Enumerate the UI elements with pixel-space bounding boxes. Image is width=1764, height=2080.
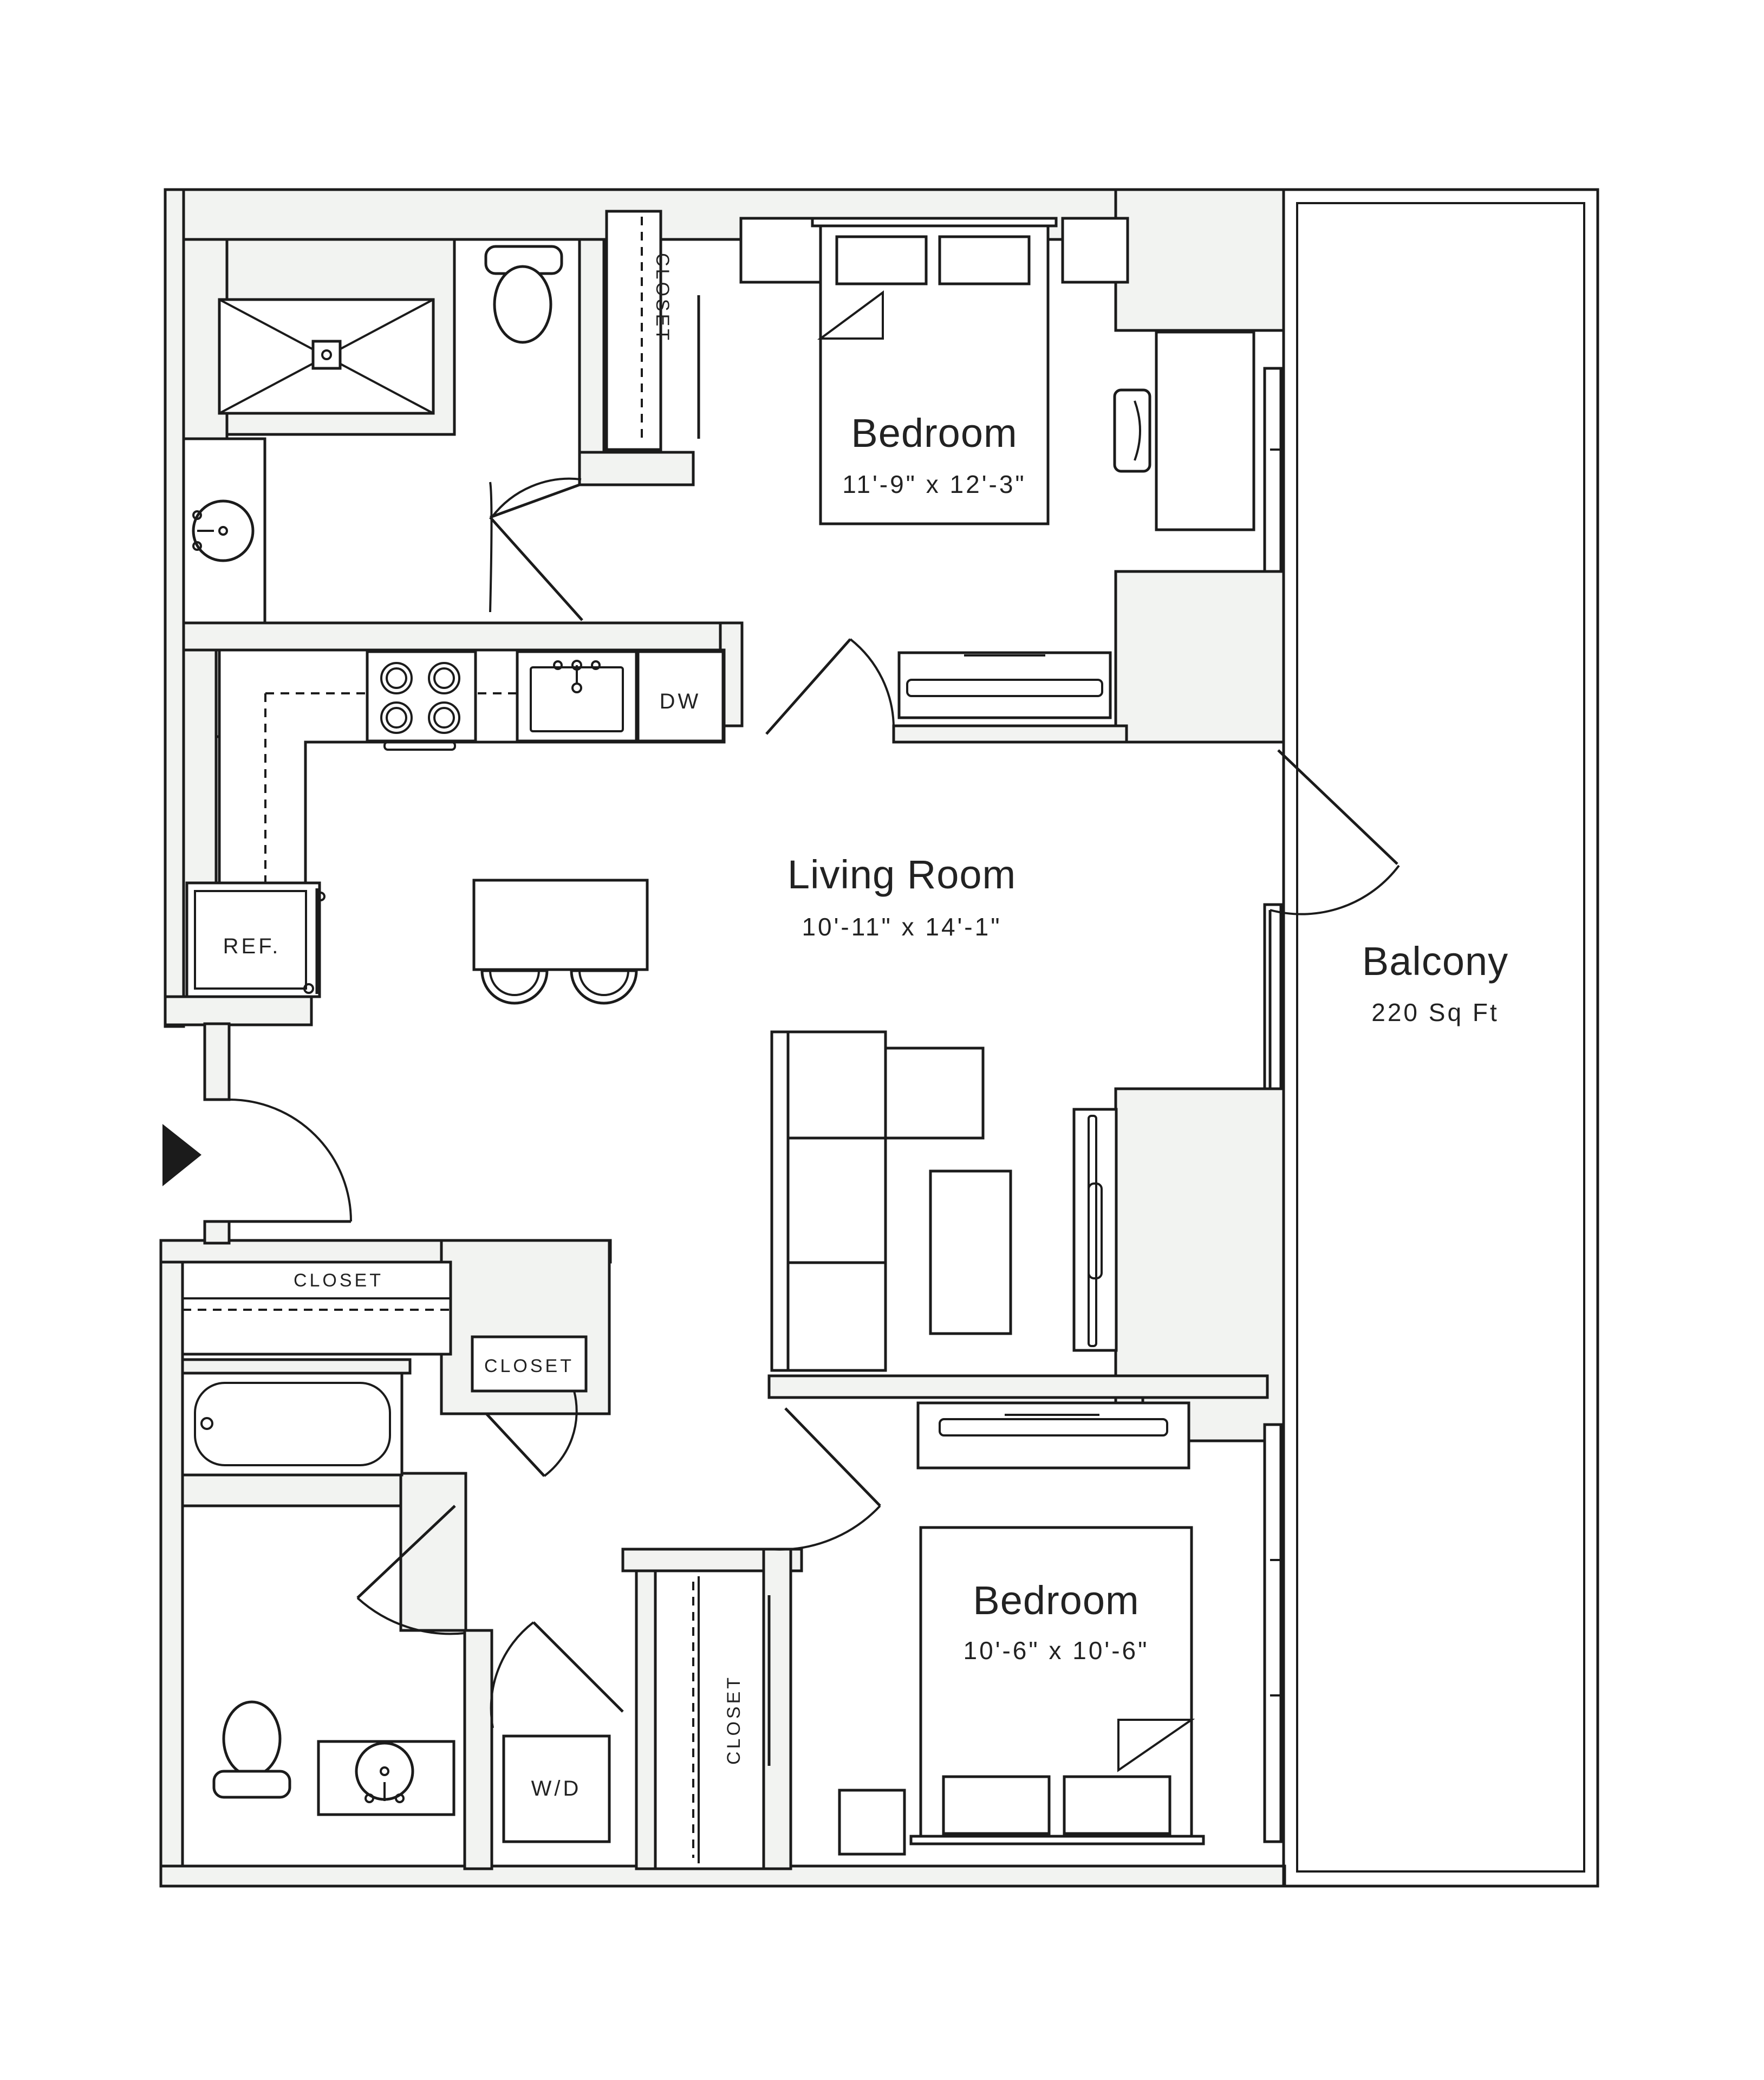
refrigerator-label: REF.	[223, 934, 281, 958]
entry-arrow-icon	[162, 1124, 201, 1186]
closet-small-label: CLOSET	[484, 1356, 574, 1376]
refrigerator: REF.	[185, 881, 326, 998]
sink	[182, 437, 266, 625]
bathtub	[181, 1372, 403, 1477]
bedroom-2-dimensions: 10'-6" x 10'-6"	[964, 1636, 1149, 1665]
hall-closets: CLOSET CLOSET	[181, 1260, 588, 1477]
cooktop	[366, 650, 477, 751]
washer-dryer-label: W/D	[531, 1777, 582, 1800]
bedroom-2-name: Bedroom	[973, 1578, 1139, 1623]
kitchen: DW REF.	[185, 648, 726, 1005]
shower	[218, 298, 435, 415]
second-bathroom	[181, 1372, 465, 1816]
closet-hall-label: CLOSET	[294, 1270, 383, 1291]
toilet	[484, 245, 563, 344]
closet-top-label: CLOSET	[652, 253, 673, 343]
bedroom-2: Bedroom 10'-6" x 10'-6"	[769, 1401, 1205, 1856]
closet-bedroom-1: CLOSET	[605, 210, 700, 451]
living-room-dimensions: 10'-11" x 14'-1"	[802, 913, 1001, 941]
laundry: W/D	[490, 1621, 624, 1843]
balcony-area: 220 Sq Ft	[1371, 998, 1499, 1026]
living-room-name: Living Room	[787, 852, 1016, 897]
bedroom-1: Bedroom 11'-9" x 12'-3"	[739, 217, 1255, 735]
entry	[162, 1098, 352, 1245]
balcony	[1282, 188, 1599, 1888]
sink-2	[317, 1740, 455, 1816]
sofa	[770, 1030, 985, 1372]
toilet-2	[212, 1700, 291, 1799]
bedroom-1-name: Bedroom	[851, 411, 1017, 456]
dishwasher-label: DW	[660, 690, 701, 713]
master-bathroom	[182, 245, 583, 625]
living-room: Living Room 10'-11" x 14'-1"	[770, 749, 1400, 1372]
balcony-name: Balcony	[1362, 939, 1508, 984]
closet-bedroom-2-label: CLOSET	[724, 1675, 744, 1765]
kitchen-sink	[516, 650, 638, 743]
bedroom-1-dimensions: 11'-9" x 12'-3"	[842, 470, 1026, 498]
closet-bedroom-2: CLOSET	[654, 1569, 771, 1870]
